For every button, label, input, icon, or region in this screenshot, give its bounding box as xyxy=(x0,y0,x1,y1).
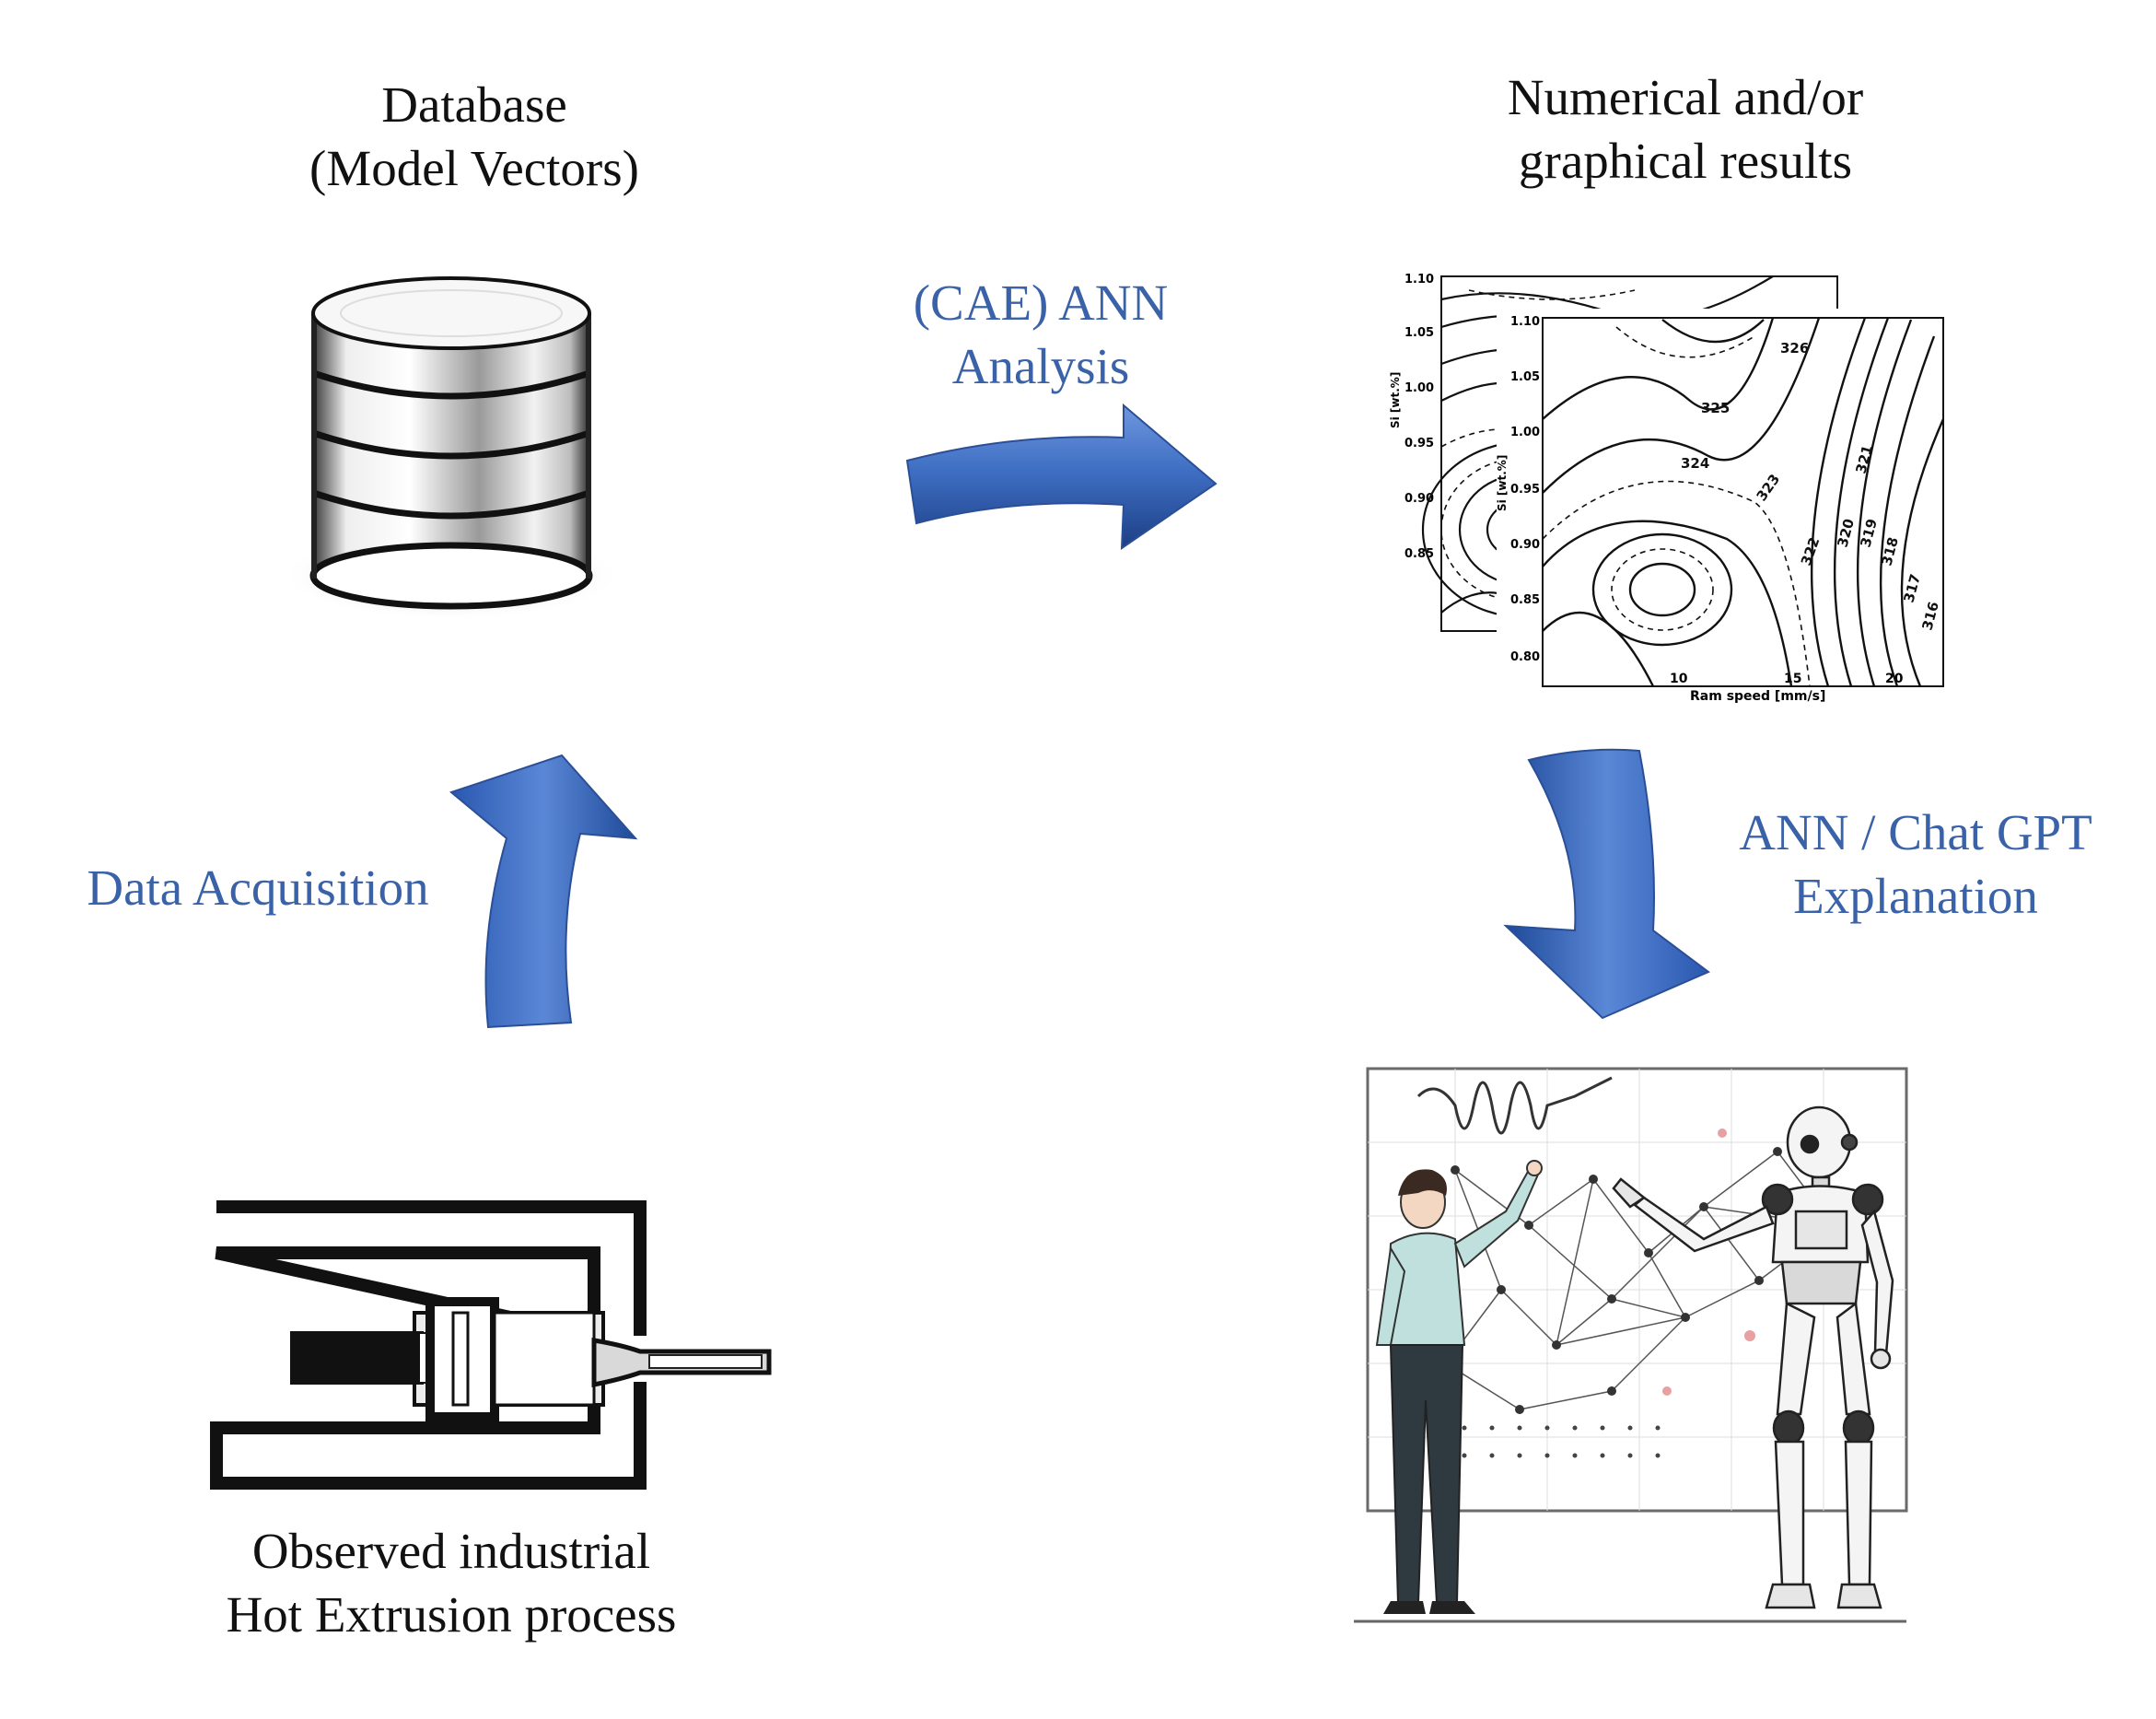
ann-analysis-line1: (CAE) ANN xyxy=(913,275,1169,331)
process-title-line1: Observed industrial xyxy=(251,1523,651,1579)
explanation-label: ANN / Chat GPT Explanation xyxy=(1685,801,2146,929)
front-ytick: 1.10 xyxy=(1510,315,1540,329)
data-acquisition-arrow xyxy=(449,754,638,1029)
data-acquisition-label: Data Acquisition xyxy=(46,857,470,920)
human-robot-icon xyxy=(1317,1041,1962,1631)
contour-label: 326 xyxy=(1780,340,1809,357)
explanation-line2: Explanation xyxy=(1793,867,2038,924)
results-title-line2: graphical results xyxy=(1519,132,1852,189)
extrusion-press-icon xyxy=(189,1184,778,1506)
back-ytick: 0.95 xyxy=(1404,437,1434,450)
explanation-arrow xyxy=(1503,748,1710,1020)
front-ytick: 1.05 xyxy=(1510,370,1540,384)
ann-analysis-line2: Analysis xyxy=(951,337,1130,394)
back-ytick: 0.90 xyxy=(1404,492,1434,506)
back-ytick: 1.10 xyxy=(1404,273,1434,286)
back-ytick: 1.00 xyxy=(1404,381,1434,395)
database-title-line1: Database xyxy=(381,76,567,133)
database-title-line2: (Model Vectors) xyxy=(309,139,639,196)
front-ytick: 0.90 xyxy=(1510,538,1540,552)
back-ytick: 1.05 xyxy=(1404,326,1434,340)
front-ylabel: Si [wt.%] xyxy=(1496,455,1509,511)
ann-analysis-arrow xyxy=(905,403,1218,550)
database-icon xyxy=(281,276,622,620)
database-title: Database (Model Vectors) xyxy=(276,74,672,201)
contour-label: 324 xyxy=(1681,455,1709,472)
human-figure xyxy=(1375,1160,1543,1614)
front-ytick: 1.00 xyxy=(1510,426,1540,439)
front-ytick: 0.85 xyxy=(1510,593,1540,607)
contour-plot-front: Si [wt.%] 1.10 1.05 1.00 0.95 0.90 0.85 … xyxy=(1496,309,1948,723)
robot-figure xyxy=(1612,1105,1894,1609)
front-xtick: 10 xyxy=(1670,672,1688,686)
results-title-line1: Numerical and/or xyxy=(1507,69,1864,125)
front-ytick: 0.80 xyxy=(1510,650,1540,664)
back-ylabel: Si [wt.%] xyxy=(1389,372,1402,428)
front-xlabel: Ram speed [mm/s] xyxy=(1690,689,1825,704)
front-ytick: 0.95 xyxy=(1510,483,1540,497)
process-title: Observed industrial Hot Extrusion proces… xyxy=(166,1520,737,1647)
explanation-line1: ANN / Chat GPT xyxy=(1739,804,2092,860)
front-xtick: 15 xyxy=(1784,672,1801,686)
results-title: Numerical and/or graphical results xyxy=(1455,66,1916,193)
process-title-line2: Hot Extrusion process xyxy=(226,1585,677,1643)
data-acquisition-text: Data Acquisition xyxy=(87,860,429,916)
contour-label: 325 xyxy=(1701,400,1730,416)
ann-analysis-label: (CAE) ANN Analysis xyxy=(857,272,1225,399)
contour-plot-icon: Si [wt.%] 1.10 1.05 1.00 0.95 0.90 0.85 … xyxy=(1389,273,1948,723)
